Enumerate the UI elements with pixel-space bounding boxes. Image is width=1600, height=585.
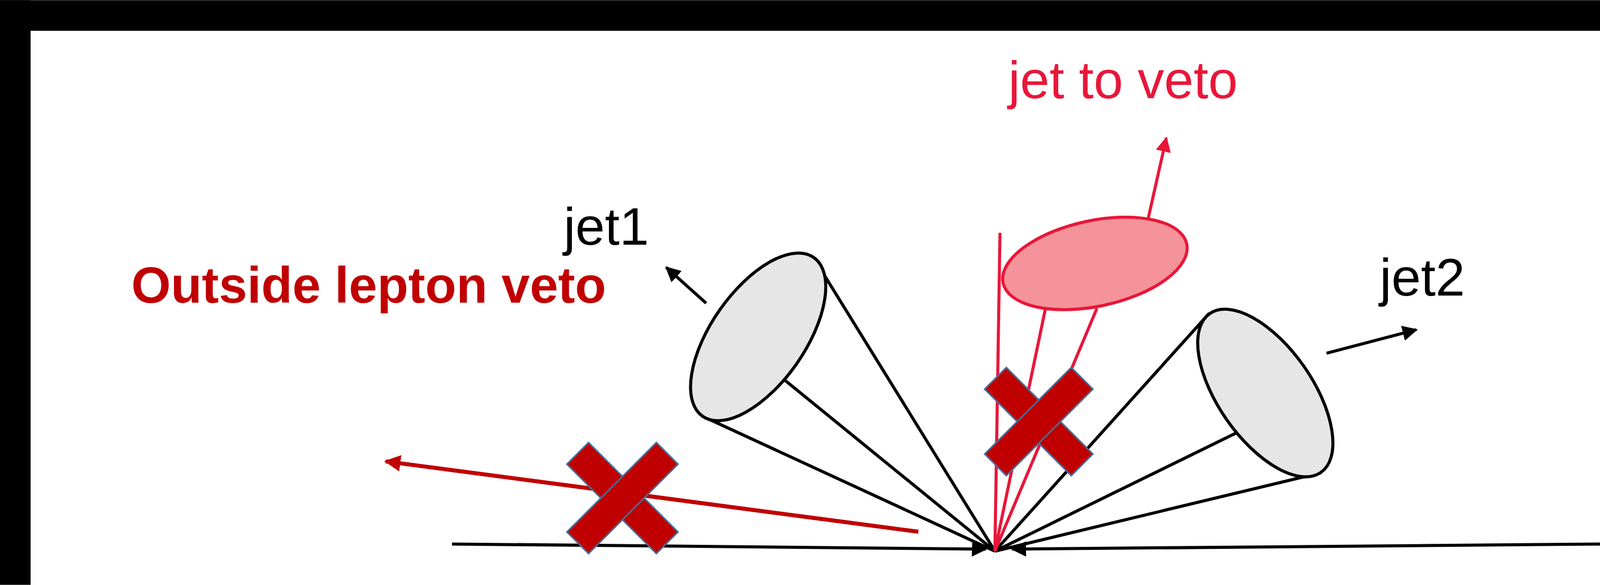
veto-cross [533,408,713,585]
beam-line [1012,543,1600,549]
beam-line [452,543,986,549]
veto-jet-cone [994,137,1196,551]
veto-label: Outside lepton veto [131,256,606,313]
border-band [0,0,31,585]
veto-cross [952,335,1126,509]
border-band [0,0,1600,31]
jet-label: jet to veto [1008,50,1238,109]
jet-label: jet2 [1379,248,1466,307]
jet-label: jet1 [563,197,650,256]
